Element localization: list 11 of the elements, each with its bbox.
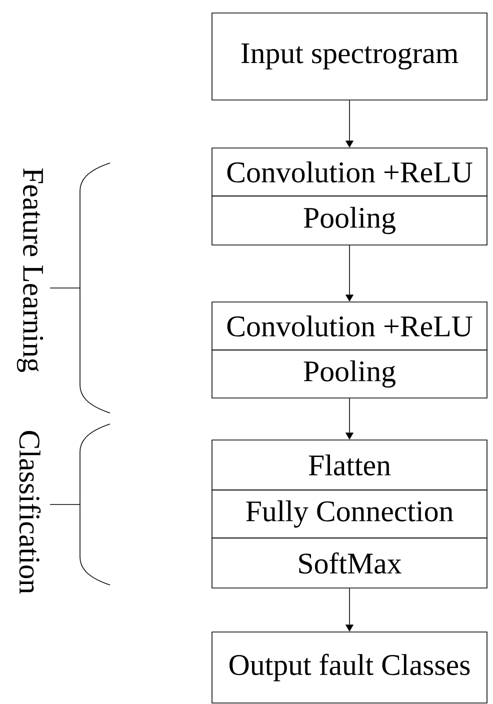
process-box: Pooling — [212, 196, 488, 246]
process-box: Pooling — [212, 350, 488, 398]
group-label: Feature Learning — [16, 168, 44, 372]
group-label: Classification — [19, 431, 41, 594]
process-box: Flatten — [212, 440, 488, 490]
process-box: Input spectrogram — [212, 12, 488, 100]
process-box: Output fault Classes — [212, 632, 488, 704]
process-box: SoftMax — [212, 538, 488, 588]
process-box: Convolution +ReLU — [212, 302, 488, 350]
process-box: Fully Connection — [212, 490, 488, 538]
process-box: Convolution +ReLU — [212, 148, 488, 196]
